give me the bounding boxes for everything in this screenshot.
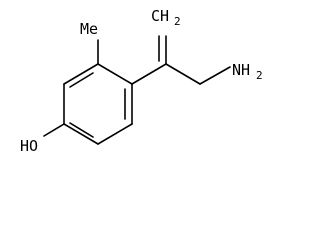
amine-label: NH (232, 61, 250, 79)
methylene-label: CH (151, 7, 169, 25)
methylene-subscript: 2 (174, 15, 181, 28)
ring-bond-6 (63, 63, 99, 85)
amine-subscript: 2 (256, 69, 263, 82)
hydroxyl-bond (43, 123, 65, 137)
ring-bond-4 (63, 123, 99, 145)
ring-double-bond-3 (69, 72, 94, 88)
ring-double-bond-2 (69, 122, 94, 138)
molecule-drawing: Me HO CH 2 NH 2 (20, 7, 263, 155)
chemical-structure-diagram: Me HO CH 2 NH 2 (20, 7, 263, 155)
methyl-label: Me (80, 20, 98, 38)
ring-bond-1 (97, 63, 133, 85)
ring-bond-3 (97, 123, 133, 145)
sidechain-bond-1 (131, 63, 167, 85)
sidechain-bond-2 (165, 63, 201, 85)
hydroxyl-label: HO (20, 137, 38, 155)
amine-bond (199, 66, 231, 85)
